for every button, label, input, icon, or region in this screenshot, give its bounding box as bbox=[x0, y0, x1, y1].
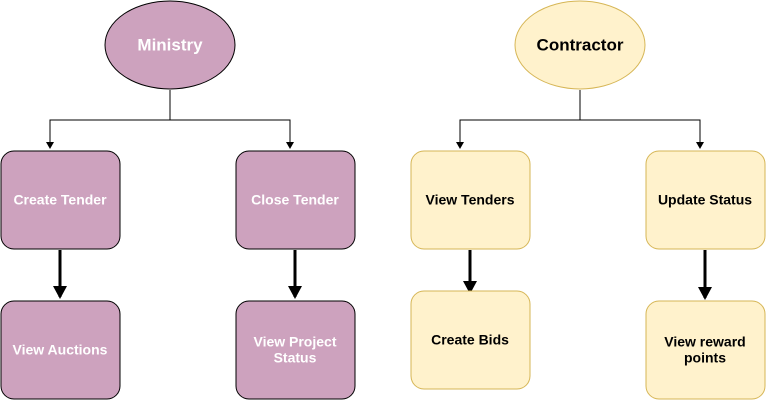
view-tenders-node[interactable]: View Tenders bbox=[410, 150, 531, 250]
view-project-status-label-line1: View Project bbox=[253, 334, 336, 350]
create-bids-node[interactable]: Create Bids bbox=[410, 290, 531, 390]
contractor-connectors bbox=[456, 90, 712, 300]
update-status-label: Update Status bbox=[658, 192, 752, 208]
view-auctions-node[interactable]: View Auctions bbox=[0, 300, 121, 400]
view-reward-points-label-line2: points bbox=[684, 350, 726, 366]
view-project-status-label-line2: Status bbox=[274, 350, 317, 366]
view-tenders-label: View Tenders bbox=[426, 192, 515, 208]
create-tender-label: Create Tender bbox=[13, 192, 107, 208]
view-auctions-label: View Auctions bbox=[13, 342, 108, 358]
view-project-status-node[interactable]: View Project Status bbox=[235, 300, 356, 400]
contractor-label: Contractor bbox=[537, 35, 624, 54]
ministry-node[interactable]: Ministry bbox=[104, 0, 236, 90]
ministry-connectors bbox=[46, 90, 302, 299]
view-reward-points-label-line1: View reward bbox=[664, 334, 745, 350]
close-tender-node[interactable]: Close Tender bbox=[235, 150, 356, 250]
contractor-node[interactable]: Contractor bbox=[514, 0, 646, 90]
close-tender-label: Close Tender bbox=[251, 192, 339, 208]
create-bids-label: Create Bids bbox=[431, 332, 509, 348]
update-status-node[interactable]: Update Status bbox=[645, 150, 766, 250]
ministry-label: Ministry bbox=[137, 35, 203, 54]
view-reward-points-node[interactable]: View reward points bbox=[645, 300, 766, 400]
create-tender-node[interactable]: Create Tender bbox=[0, 150, 121, 250]
